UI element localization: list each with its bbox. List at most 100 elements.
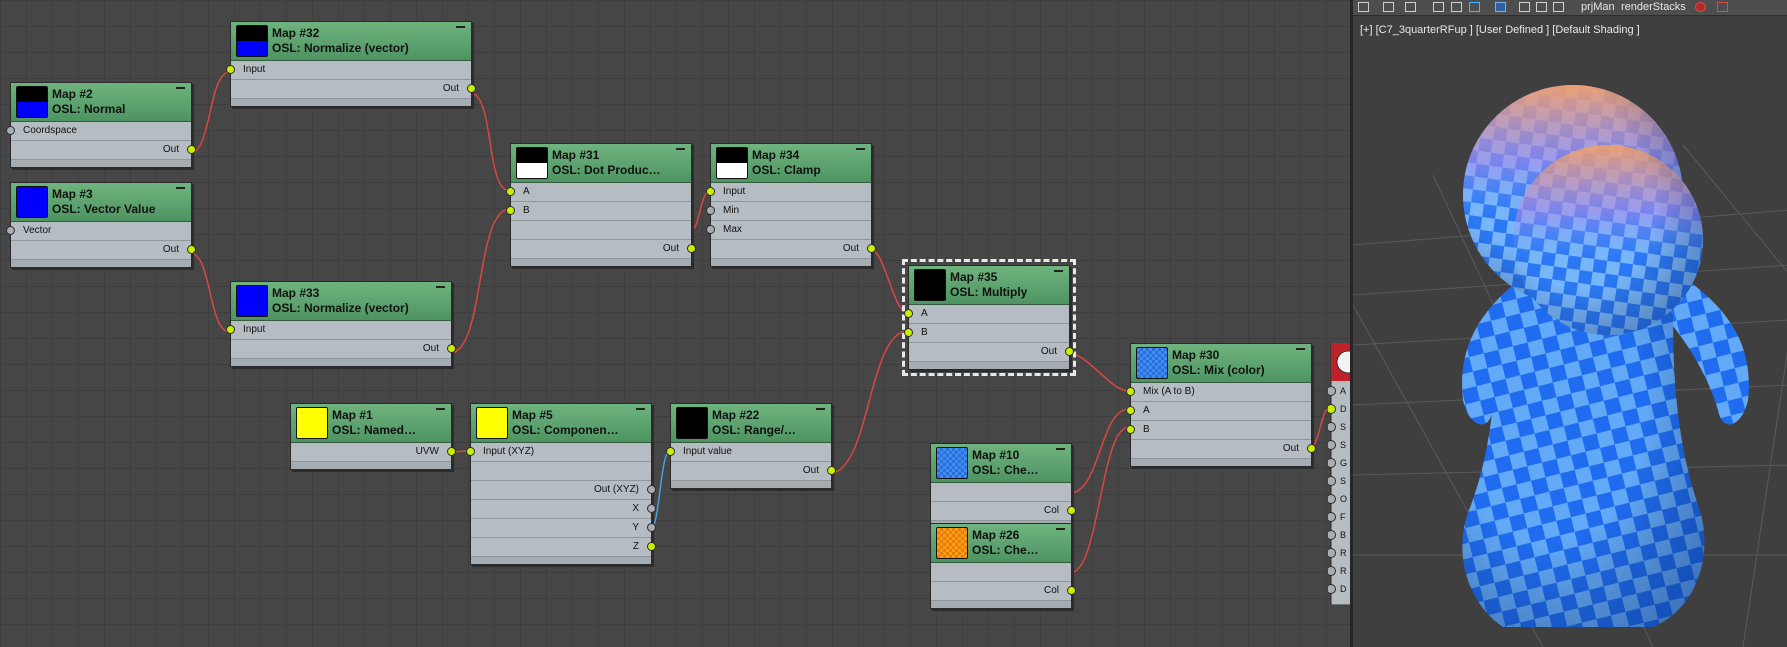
material-input-socket[interactable] bbox=[1328, 386, 1336, 396]
node-map5[interactable]: Map #5 OSL: Componen… Input (XYZ) Out (X… bbox=[466, 403, 656, 565]
minimize-icon[interactable] bbox=[1054, 270, 1063, 272]
output-socket[interactable] bbox=[827, 466, 836, 475]
input-socket[interactable] bbox=[904, 328, 913, 337]
node-header[interactable]: Map #33 OSL: Normalize (vector) bbox=[231, 282, 451, 321]
node-map32[interactable]: Map #32 OSL: Normalize (vector) Input Ou… bbox=[226, 21, 476, 107]
material-input-socket[interactable] bbox=[1328, 566, 1336, 576]
minimize-icon[interactable] bbox=[816, 408, 825, 410]
output-socket[interactable] bbox=[647, 542, 656, 551]
output-socket[interactable] bbox=[447, 447, 456, 456]
table-icon[interactable] bbox=[1383, 2, 1394, 12]
material-input-socket[interactable] bbox=[1328, 458, 1336, 468]
input-socket[interactable] bbox=[6, 126, 15, 135]
node-header[interactable]: Map #26 OSL: Che… bbox=[931, 524, 1071, 563]
input-socket[interactable] bbox=[226, 65, 235, 74]
node-map22[interactable]: Map #22 OSL: Range/… Input value Out bbox=[666, 403, 836, 489]
viewport-3d[interactable]: prjMan renderStacks bbox=[1350, 0, 1787, 647]
grid-icon[interactable] bbox=[1495, 2, 1506, 12]
output-socket[interactable] bbox=[187, 145, 196, 154]
output-socket[interactable] bbox=[687, 244, 696, 253]
input-socket[interactable] bbox=[226, 325, 235, 334]
material-input-socket[interactable] bbox=[1328, 476, 1336, 486]
minimize-icon[interactable] bbox=[436, 286, 445, 288]
renderstacks-menu[interactable]: renderStacks bbox=[1621, 1, 1686, 13]
minimize-icon[interactable] bbox=[436, 408, 445, 410]
layout-icon[interactable] bbox=[1433, 2, 1444, 12]
node-header[interactable]: Map #31 OSL: Dot Produc… bbox=[511, 144, 691, 183]
slate-node-editor[interactable]: Map #32 OSL: Normalize (vector) Input Ou… bbox=[0, 0, 1350, 647]
download-icon[interactable] bbox=[1469, 2, 1480, 12]
render-icon[interactable] bbox=[1536, 2, 1547, 12]
minimize-icon[interactable] bbox=[1056, 448, 1065, 450]
input-socket[interactable] bbox=[706, 206, 715, 215]
output-socket[interactable] bbox=[867, 244, 876, 253]
material-input-socket[interactable] bbox=[1328, 584, 1336, 594]
node-map34[interactable]: Map #34 OSL: Clamp Input Min Max Out bbox=[706, 143, 876, 267]
node-map26[interactable]: Map #26 OSL: Che… Col bbox=[930, 523, 1076, 609]
material-input-socket[interactable] bbox=[1328, 548, 1336, 558]
camera-icon[interactable] bbox=[1519, 2, 1530, 12]
material-input-socket[interactable] bbox=[1328, 530, 1336, 540]
node-header[interactable]: Map #30 OSL: Mix (color) bbox=[1131, 344, 1311, 383]
minimize-icon[interactable] bbox=[636, 408, 645, 410]
minimize-icon[interactable] bbox=[456, 26, 465, 28]
input-socket[interactable] bbox=[1126, 406, 1135, 415]
rv-icon[interactable] bbox=[1717, 2, 1728, 12]
material-input-socket[interactable] bbox=[1328, 422, 1336, 432]
material-input-socket[interactable] bbox=[1328, 440, 1336, 450]
minimize-icon[interactable] bbox=[856, 148, 865, 150]
node-map35[interactable]: Map #35 OSL: Multiply A B Out bbox=[902, 259, 1076, 376]
node-header[interactable]: Map #22 OSL: Range/… bbox=[671, 404, 831, 443]
input-socket[interactable] bbox=[706, 225, 715, 234]
node-map33[interactable]: Map #33 OSL: Normalize (vector) Input Ou… bbox=[226, 281, 456, 367]
node-header[interactable]: Map #5 OSL: Componen… bbox=[471, 404, 651, 443]
output-socket[interactable] bbox=[187, 245, 196, 254]
input-socket[interactable] bbox=[1126, 387, 1135, 396]
minimize-icon[interactable] bbox=[1056, 528, 1065, 530]
output-socket[interactable] bbox=[1067, 506, 1076, 515]
node-header[interactable]: Map #3 OSL: Vector Value bbox=[11, 183, 191, 222]
viewport-label[interactable]: [+] [C7_3quarterRFup ] [User Defined ] [… bbox=[1360, 24, 1640, 36]
input-socket[interactable] bbox=[666, 447, 675, 456]
input-socket[interactable] bbox=[506, 187, 515, 196]
input-socket[interactable] bbox=[466, 447, 475, 456]
output-socket[interactable] bbox=[1065, 347, 1074, 356]
node-map31[interactable]: Map #31 OSL: Dot Produc… A B Out bbox=[506, 143, 696, 267]
node-header[interactable]: Map #2 OSL: Normal bbox=[11, 83, 191, 122]
input-socket[interactable] bbox=[706, 187, 715, 196]
node-map30[interactable]: Map #30 OSL: Mix (color) Mix (A to B) A … bbox=[1126, 343, 1316, 467]
minimize-icon[interactable] bbox=[1296, 348, 1305, 350]
node-map3[interactable]: Map #3 OSL: Vector Value Vector Out bbox=[6, 182, 196, 268]
minimize-icon[interactable] bbox=[176, 87, 185, 89]
teapot-icon[interactable] bbox=[1553, 2, 1564, 12]
material-input-socket[interactable] bbox=[1328, 512, 1336, 522]
output-socket[interactable] bbox=[1307, 444, 1316, 453]
node-map10[interactable]: Map #10 OSL: Che… Col bbox=[930, 443, 1076, 529]
input-socket[interactable] bbox=[904, 309, 913, 318]
input-socket[interactable] bbox=[6, 226, 15, 235]
node-header[interactable]: Map #34 OSL: Clamp bbox=[711, 144, 871, 183]
node-header[interactable]: Map #35 OSL: Multiply bbox=[909, 266, 1069, 305]
input-socket[interactable] bbox=[1126, 425, 1135, 434]
record-icon[interactable] bbox=[1695, 2, 1706, 12]
output-socket[interactable] bbox=[467, 84, 476, 93]
material-input-socket[interactable] bbox=[1328, 404, 1336, 414]
list-icon[interactable] bbox=[1405, 2, 1416, 12]
output-socket[interactable] bbox=[647, 523, 656, 532]
prjman-menu[interactable]: prjMan bbox=[1581, 1, 1615, 13]
node-header[interactable]: Map #32 OSL: Normalize (vector) bbox=[231, 22, 471, 61]
node-map1[interactable]: Map #1 OSL: Named… UVW bbox=[290, 403, 456, 470]
output-socket[interactable] bbox=[647, 504, 656, 513]
panel-icon[interactable] bbox=[1451, 2, 1462, 12]
input-socket[interactable] bbox=[506, 206, 515, 215]
minimize-icon[interactable] bbox=[176, 187, 185, 189]
output-socket[interactable] bbox=[1067, 586, 1076, 595]
output-socket[interactable] bbox=[447, 344, 456, 353]
minimize-icon[interactable] bbox=[676, 148, 685, 150]
node-header[interactable]: Map #1 OSL: Named… bbox=[291, 404, 451, 443]
window-icon[interactable] bbox=[1358, 2, 1369, 12]
node-map2[interactable]: Map #2 OSL: Normal Coordspace Out bbox=[6, 82, 196, 168]
material-input-socket[interactable] bbox=[1328, 494, 1336, 504]
output-socket[interactable] bbox=[647, 485, 656, 494]
